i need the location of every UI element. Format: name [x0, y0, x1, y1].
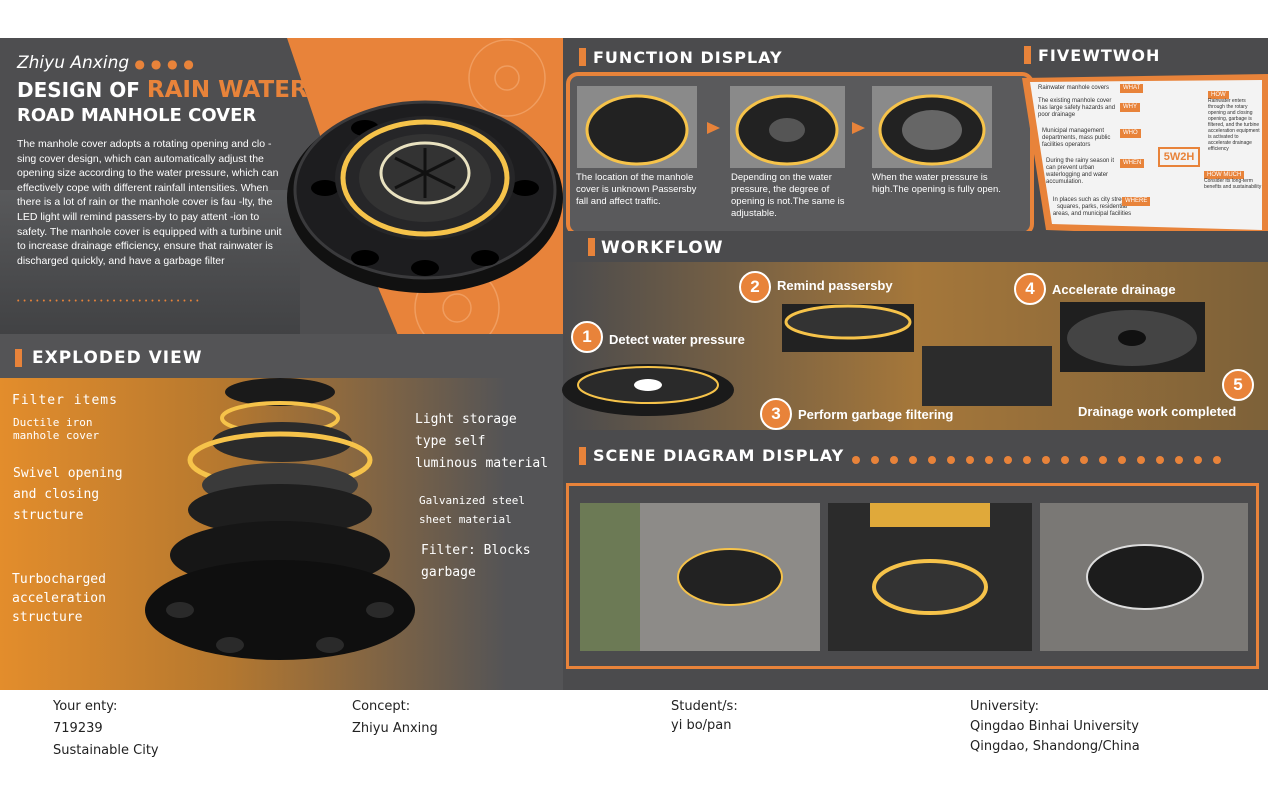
footer-entry-category: Sustainable City — [53, 743, 159, 758]
tag-who: WHO — [1120, 129, 1141, 138]
fivew-where-text: In places such as city streets, squares,… — [1052, 197, 1132, 217]
fivew-what-text: Rainwater manhole covers — [1038, 85, 1110, 91]
scene-frame — [566, 483, 1259, 669]
footer-entry-id: 719239 — [53, 721, 103, 736]
step-5-badge: 5 — [1222, 369, 1254, 401]
section-bar-icon — [588, 238, 595, 256]
tag-how-much: HOW MUCH — [1204, 171, 1245, 179]
hero-description: The manhole cover adopts a rotating open… — [17, 138, 282, 267]
manhole-hero-render — [287, 100, 563, 293]
tag-where: WHERE — [1122, 197, 1151, 206]
footer-concept-label: Concept: — [352, 699, 411, 714]
brand-title: Zhiyu Anxing ● ● ● ● — [17, 53, 195, 73]
step-2-badge: 2 — [739, 271, 771, 303]
workflow-title: WORKFLOW — [601, 238, 724, 258]
section-bar-icon — [15, 349, 22, 367]
fivew-center: 5W2H — [1158, 147, 1200, 167]
step-4-label: Accelerate drainage — [1052, 282, 1176, 297]
label-swivel: Swivel opening and closing structure — [13, 466, 123, 523]
title-accent: RAIN WATER — [146, 77, 308, 103]
scene-title: SCENE DIAGRAM DISPLAY — [593, 446, 845, 465]
footer-student-value: yi bo/pan — [671, 718, 732, 733]
label-light-storage: Light storage type self luminous materia… — [415, 412, 549, 471]
hero-title-line2: ROAD MANHOLE COVER — [17, 105, 257, 126]
fivew-why-text: The existing manhole cover has large saf… — [1038, 98, 1116, 118]
fivew-card — [1022, 74, 1268, 238]
label-filter-items: Filter items — [12, 393, 118, 408]
step-1-badge: 1 — [571, 321, 603, 353]
brand-name: Zhiyu Anxing — [17, 53, 130, 73]
label-turbocharged: Turbocharged acceleration structure — [12, 572, 106, 625]
footer-entry-label: Your enty: — [53, 699, 118, 714]
tag-what: WHAT — [1120, 84, 1144, 93]
label-filter: Filter: Blocks garbage — [421, 543, 531, 580]
fivew-when-text: During the rainy season it can prevent u… — [1046, 158, 1115, 185]
step-5-label: Drainage work completed — [1078, 404, 1237, 419]
function-title: FUNCTION DISPLAY — [593, 48, 783, 67]
step-3-badge: 3 — [760, 398, 792, 430]
fivew-who-text: Municipal management departments, mass p… — [1042, 128, 1111, 148]
section-bar-icon — [579, 48, 586, 66]
hero-title-line1: DESIGN OF RAIN WATER — [17, 77, 308, 103]
fivew-why: The existing manhole cover has large saf… — [1038, 98, 1140, 119]
function-caption-2: Depending on the water pressure, the deg… — [731, 172, 845, 219]
fivew-when: During the rainy season it can prevent u… — [1046, 158, 1145, 186]
tag-when: WHEN — [1120, 159, 1145, 168]
fivew-how-text: Rainwater enters through the rotary open… — [1208, 98, 1260, 152]
scene-images — [580, 503, 1248, 651]
title-prefix: DESIGN OF — [17, 78, 147, 102]
fivew-what: Rainwater manhole covers WHAT — [1038, 84, 1158, 93]
footer-concept-value: Zhiyu Anxing — [352, 721, 438, 736]
fivew-title: FIVEWTWOH — [1038, 46, 1161, 65]
step-1-label: Detect water pressure — [609, 332, 745, 347]
fivew-where: In places such as city streets, squares,… — [1052, 197, 1151, 218]
footer-university-label: University: — [970, 699, 1040, 714]
label-galvanized: Galvanized steel sheet material — [419, 494, 525, 526]
tag-how: HOW — [1208, 91, 1229, 99]
hero-background-photo — [0, 190, 300, 334]
footer-university-location: Qingdao, Shandong/China — [970, 739, 1140, 754]
function-images — [577, 86, 992, 168]
footer-university-name: Qingdao Binhai University — [970, 719, 1139, 734]
workflow-renders — [562, 302, 1205, 416]
scene-dots — [852, 451, 1232, 469]
fivew-who: Municipal management departments, mass p… — [1042, 128, 1141, 149]
section-bar-icon — [1024, 46, 1031, 64]
footer-student-label: Student/s: — [671, 699, 738, 714]
section-bar-icon — [579, 447, 586, 465]
label-ductile-iron: Ductile iron manhole cover — [13, 416, 100, 442]
tag-why: WHY — [1120, 103, 1140, 112]
function-caption-1: The location of the manhole cover is unk… — [576, 172, 697, 207]
exploded-render — [145, 378, 415, 660]
exploded-title: EXPLODED VIEW — [32, 348, 203, 368]
step-2-label: Remind passersby — [777, 278, 893, 293]
fivew-how-much-text: Consider its long-term benefits and sust… — [1204, 178, 1262, 190]
step-4-badge: 4 — [1014, 273, 1046, 305]
function-caption-3: When the water pressure is high.The open… — [872, 172, 1001, 195]
hero-dotted-rule: • • • • • • • • • • • • • • • • • • • • … — [17, 298, 200, 305]
step-3-label: Perform garbage filtering — [798, 407, 954, 422]
